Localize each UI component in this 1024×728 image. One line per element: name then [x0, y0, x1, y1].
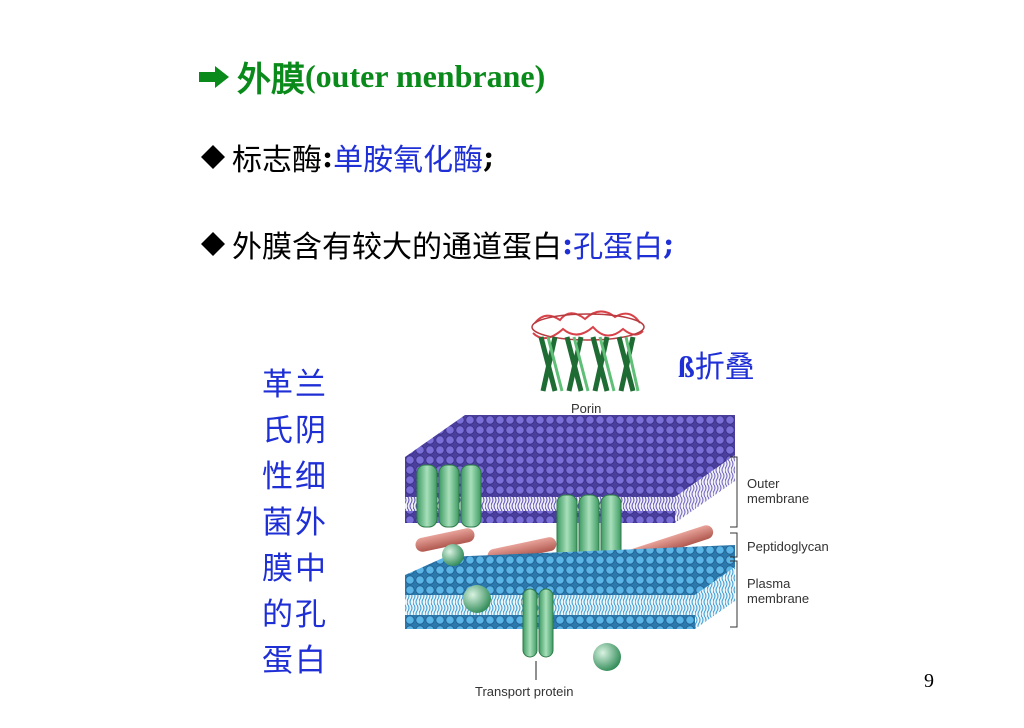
peptidoglycan-label: Peptidoglycan	[747, 539, 829, 554]
title-chinese: 外膜	[237, 52, 305, 101]
channel-protein-value: 孔蛋白	[573, 222, 663, 266]
outer-membrane-label-line1: Outer	[747, 476, 780, 491]
diamond-bullet-icon	[200, 231, 226, 257]
channel-protein-label: 外膜含有较大的通道蛋白	[232, 222, 562, 266]
bullet-marker-enzyme: 标志酶 : 单胺氧化酶 ;	[200, 135, 494, 179]
bullet-channel-protein: 外膜含有较大的通道蛋白 : 孔蛋白 ;	[200, 222, 674, 266]
membrane-diagram: Porin	[395, 305, 865, 705]
side-caption: 革兰氏阴性细菌外膜中的孔蛋白	[262, 362, 338, 684]
membrane-illustration: Porin	[395, 305, 865, 705]
channel-protein-colon: :	[562, 227, 573, 262]
transport-protein-shape	[523, 589, 537, 657]
channel-protein-semicolon: ;	[663, 227, 674, 262]
page-number: 9	[924, 670, 934, 693]
marker-enzyme-label: 标志酶	[232, 135, 322, 179]
marker-enzyme-semicolon: ;	[483, 140, 494, 175]
plasma-membrane-label-line1: Plasma	[747, 576, 791, 591]
outer-membrane-label-line2: membrane	[747, 491, 809, 506]
slide-title: 外膜 (outer menbrane)	[197, 52, 545, 101]
porin-structure	[532, 311, 644, 391]
marker-enzyme-colon: :	[322, 140, 333, 175]
porin-label: Porin	[571, 401, 601, 416]
marker-enzyme-value: 单胺氧化酶	[333, 135, 483, 179]
plasma-membrane-label-line2: membrane	[747, 591, 809, 606]
diamond-bullet-icon	[200, 144, 226, 170]
right-arrow-icon	[197, 64, 231, 90]
title-english: (outer menbrane)	[305, 58, 545, 95]
transport-protein-label: Transport protein	[475, 684, 574, 699]
